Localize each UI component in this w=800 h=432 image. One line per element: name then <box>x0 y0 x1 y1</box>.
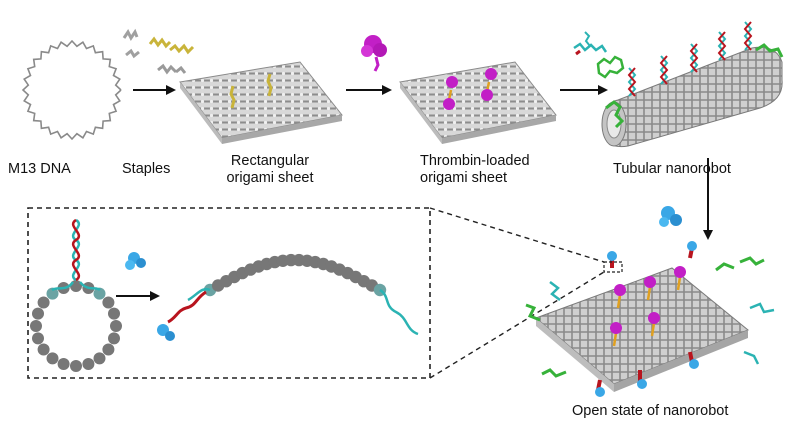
label-open-state: Open state of nanorobot <box>572 403 729 419</box>
rectangular-origami-sheet <box>179 61 343 144</box>
label-staples: Staples <box>122 161 171 177</box>
label-thrombin-sheet: Thrombin-loaded origami sheet <box>420 153 530 187</box>
inset-detail-box <box>27 207 431 379</box>
inset-connector-bottom <box>429 271 605 379</box>
staple-strands-icon <box>122 28 195 75</box>
closed-aptamer-lock <box>30 218 122 372</box>
label-rectangular-line1: Rectangular <box>230 153 310 169</box>
nucleolin-protein-icon <box>659 206 682 227</box>
label-rectangular-line2: origami sheet <box>226 170 314 186</box>
circular-m13-dna-icon <box>21 39 122 141</box>
label-m13-dna: M13 DNA <box>8 161 71 177</box>
nucleolin-target-icon <box>125 252 146 270</box>
aptamer-ligand-icon <box>573 31 625 79</box>
dna-double-helix-icon <box>71 218 81 282</box>
thrombin-loaded-origami-sheet <box>399 61 557 144</box>
label-thrombin-line2: origami sheet <box>420 170 508 186</box>
label-thrombin-line1: Thrombin-loaded <box>420 153 530 169</box>
label-rectangular-sheet: Rectangular origami sheet <box>210 153 330 187</box>
label-tubular-nanorobot: Tubular nanorobot <box>613 161 731 177</box>
tubular-nanorobot <box>601 21 784 148</box>
thrombin-protein-icon <box>361 35 387 72</box>
open-state-nanorobot <box>525 241 775 397</box>
inset-connector-top <box>429 207 605 263</box>
opened-aptamer-lock <box>157 253 419 341</box>
